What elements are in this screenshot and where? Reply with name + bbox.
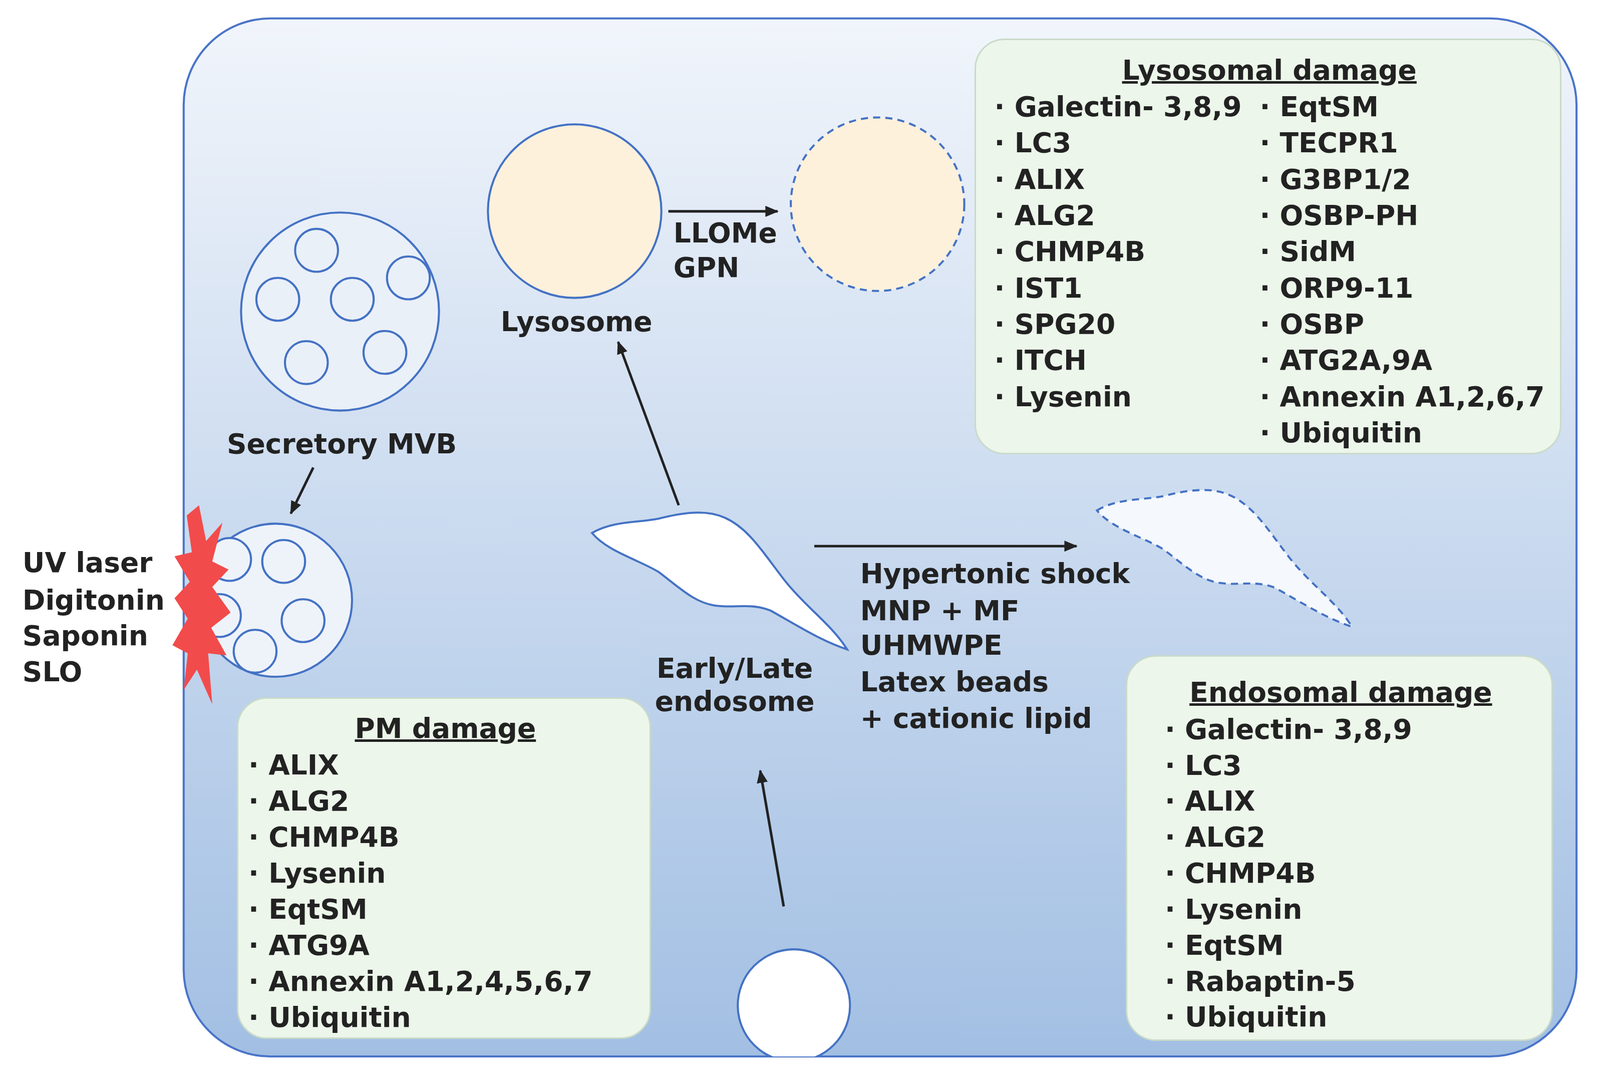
list-item: · Lysenin	[994, 380, 1132, 414]
damaged-lysosome	[790, 117, 965, 291]
treatment-label: GPN	[673, 250, 740, 284]
treatment-label: Digitonin	[22, 583, 165, 617]
list-item: · CHMP4B	[1164, 856, 1317, 890]
list-item: · Rabaptin-5	[1164, 964, 1356, 998]
info-box: PM damage· ALIX· ALG2· CHMP4B· Lysenin· …	[236, 697, 652, 1040]
box-heading: Endosomal damage	[1127, 675, 1555, 709]
list-item: · ITCH	[994, 343, 1087, 377]
mvb-circle: Secretory MVB	[204, 204, 480, 465]
info-box: Lysosomal damage· Galectin- 3,8,9· LC3· …	[974, 38, 1562, 454]
list-item: · Galectin- 3,8,9	[994, 90, 1242, 124]
lysosome-circle: Lysosome	[479, 117, 674, 342]
box-heading: Lysosomal damage	[976, 53, 1563, 87]
trafficking-arrow	[290, 467, 314, 514]
list-item: · EqtSM	[1259, 90, 1379, 124]
intraluminal-vesicle	[284, 341, 328, 385]
list-item: · Lysenin	[1164, 892, 1303, 926]
endocytic-vesicle-group	[737, 948, 850, 1057]
list-item: · ORP9-11	[1259, 271, 1414, 305]
lysosome-circle-membrane	[487, 124, 662, 298]
list-item: · TECPR1	[1259, 126, 1398, 160]
intraluminal-vesicle	[233, 629, 277, 673]
connector-arrow	[617, 342, 679, 506]
treatment-label: UHMWPE	[860, 628, 1003, 662]
treatment-label: LLOMe	[673, 216, 778, 250]
organelle-label: Lysosome	[479, 304, 674, 339]
list-item: · LC3	[1164, 748, 1242, 782]
endosome-shape-membrane	[591, 512, 847, 650]
info-box: Endosomal damage· Galectin- 3,8,9· LC3· …	[1125, 655, 1554, 1041]
list-item: · Galectin- 3,8,9	[1164, 712, 1413, 746]
list-item: · Annexin A1,2,6,7	[1259, 380, 1545, 414]
intraluminal-vesicle	[281, 598, 325, 643]
organelle-label: Secretory MVB	[204, 427, 480, 461]
damage-burst	[172, 505, 231, 705]
list-item: · ALG2	[1164, 820, 1266, 854]
list-item: · ALIX	[1164, 784, 1256, 818]
list-item: · Ubiquitin	[1259, 416, 1423, 450]
intraluminal-vesicle	[386, 255, 430, 299]
list-item: · IST1	[994, 271, 1083, 305]
list-item: · OSBP-PH	[1259, 198, 1419, 232]
treatment-label: + cationic lipid	[860, 701, 1093, 735]
list-item: · ATG2A,9A	[1259, 343, 1433, 377]
list-item: · EqtSM	[248, 892, 368, 926]
list-item: · CHMP4B	[248, 820, 400, 854]
treatment-label: SLO	[22, 655, 83, 689]
box-heading: PM damage	[238, 711, 653, 745]
endocytic-vesicle	[737, 948, 850, 1057]
list-item: · Annexin A1,2,4,5,6,7	[248, 964, 593, 998]
list-item: · G3BP1/2	[1259, 162, 1411, 196]
treatment-arrow	[668, 209, 778, 213]
cell-membrane	[183, 18, 1577, 1057]
list-item: · OSBP	[1259, 307, 1365, 341]
treatment-label: Latex beads	[860, 665, 1049, 699]
treatment-arrow	[814, 544, 1077, 548]
list-item: · EqtSM	[1164, 928, 1285, 962]
list-item: · CHMP4B	[994, 234, 1146, 268]
mvb-circle-membrane	[240, 212, 439, 411]
trafficking-arrow	[760, 770, 784, 907]
damaged-endosome	[1096, 489, 1352, 627]
list-item: · SPG20	[994, 307, 1116, 341]
list-item: · ATG9A	[248, 928, 370, 962]
list-item: · LC3	[994, 126, 1072, 160]
list-item: · Lysenin	[248, 856, 386, 890]
endosome-shape: Early/Late endosome	[586, 505, 853, 725]
treatment-label: Hypertonic shock	[860, 556, 1130, 590]
organelle-label: Early/Late endosome	[624, 651, 845, 718]
list-item: · ALG2	[994, 198, 1096, 232]
list-item: · ALIX	[248, 748, 340, 782]
list-item: · Ubiquitin	[248, 1000, 412, 1034]
mvb-circle-outline	[204, 204, 480, 465]
intraluminal-vesicle	[330, 277, 374, 321]
treatment-label: MNP + MF	[860, 593, 1020, 627]
intraluminal-vesicle	[262, 539, 306, 583]
list-item: · SidM	[1259, 234, 1357, 268]
intraluminal-vesicle	[363, 330, 407, 374]
intraluminal-vesicle	[294, 228, 339, 272]
intraluminal-vesicle	[255, 277, 299, 321]
list-item: · ALIX	[994, 162, 1086, 196]
list-item: · ALG2	[248, 784, 350, 818]
list-item: · Ubiquitin	[1164, 1000, 1328, 1034]
treatment-label: Saponin	[22, 618, 149, 653]
treatment-label: UV laser	[22, 545, 153, 579]
